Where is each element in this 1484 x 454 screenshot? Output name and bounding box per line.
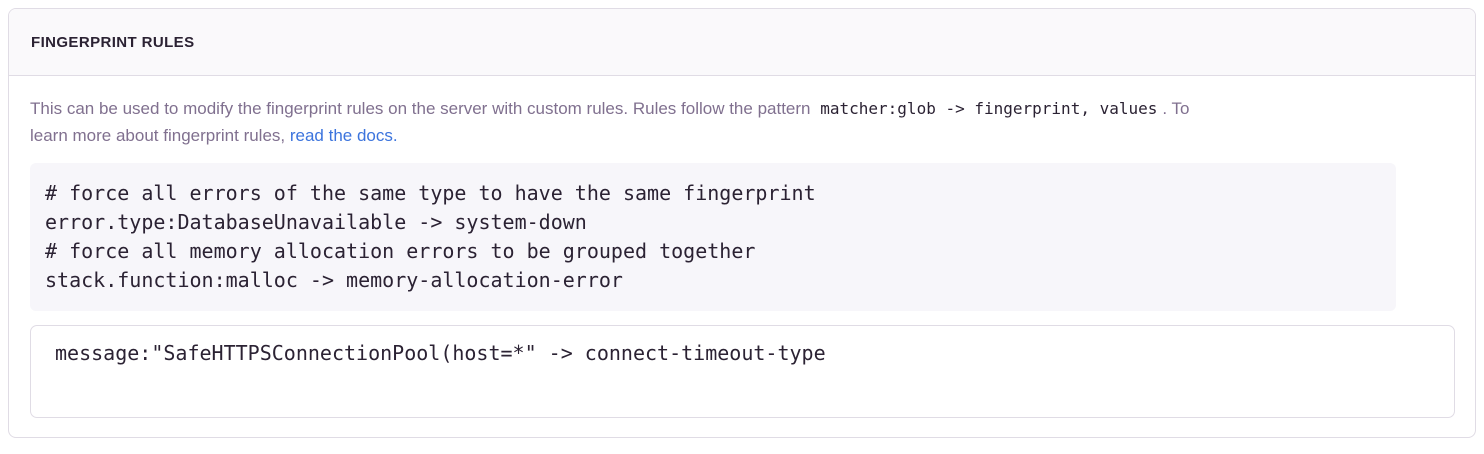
panel-title: FINGERPRINT RULES bbox=[31, 33, 195, 51]
example-rule-line: error.type:DatabaseUnavailable -> system… bbox=[45, 210, 587, 234]
fingerprint-rules-panel: FINGERPRINT RULES This can be used to mo… bbox=[8, 8, 1476, 438]
description-text: This can be used to modify the fingerpri… bbox=[30, 95, 1396, 149]
example-rule-line: # force all errors of the same type to h… bbox=[45, 181, 816, 205]
description-part-1: This can be used to modify the fingerpri… bbox=[30, 99, 811, 118]
description-part-2: . To bbox=[1162, 99, 1190, 118]
fingerprint-rules-input[interactable]: message:"SafeHTTPSConnectionPool(host=*"… bbox=[30, 325, 1455, 418]
panel-header: FINGERPRINT RULES bbox=[9, 9, 1475, 76]
example-rule-line: stack.function:malloc -> memory-allocati… bbox=[45, 268, 623, 292]
description-part-3: learn more about fingerprint rules, bbox=[30, 126, 290, 145]
panel-body: This can be used to modify the fingerpri… bbox=[9, 76, 1475, 437]
read-the-docs-link[interactable]: read the docs. bbox=[289, 126, 398, 145]
example-rule-line: # force all memory allocation errors to … bbox=[45, 239, 756, 263]
pattern-inline-code: matcher:glob -> fingerprint, values bbox=[820, 99, 1158, 118]
example-rules-block: # force all errors of the same type to h… bbox=[30, 163, 1396, 311]
